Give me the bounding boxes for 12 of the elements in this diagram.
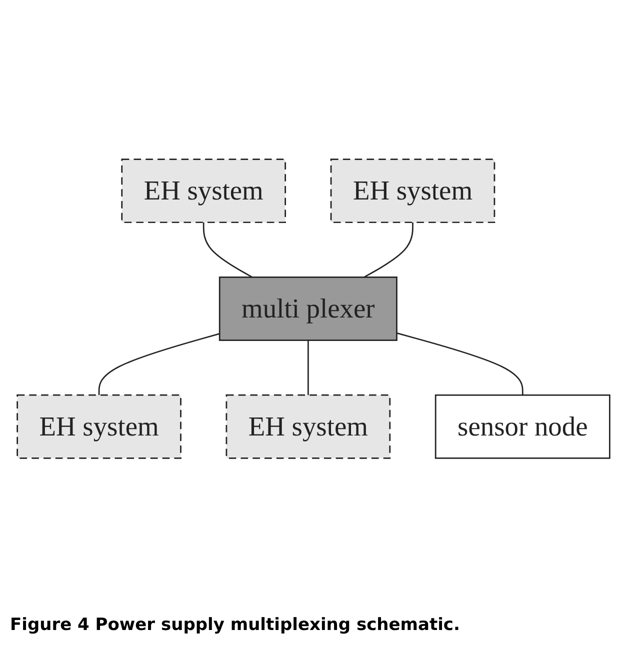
node-box: sensor node xyxy=(434,394,610,459)
connector xyxy=(364,222,414,278)
figure-caption: Figure 4 Power supply multiplexing schematic. xyxy=(10,615,461,635)
node-box: EH system xyxy=(16,394,182,459)
node-box: EH system xyxy=(226,394,391,459)
node-box: EH system xyxy=(330,158,496,223)
connector xyxy=(396,332,524,395)
connector xyxy=(202,222,253,278)
node-box: EH system xyxy=(121,158,286,223)
connector xyxy=(308,340,309,395)
connector xyxy=(98,332,220,395)
node-box: multi plexer xyxy=(218,276,398,341)
